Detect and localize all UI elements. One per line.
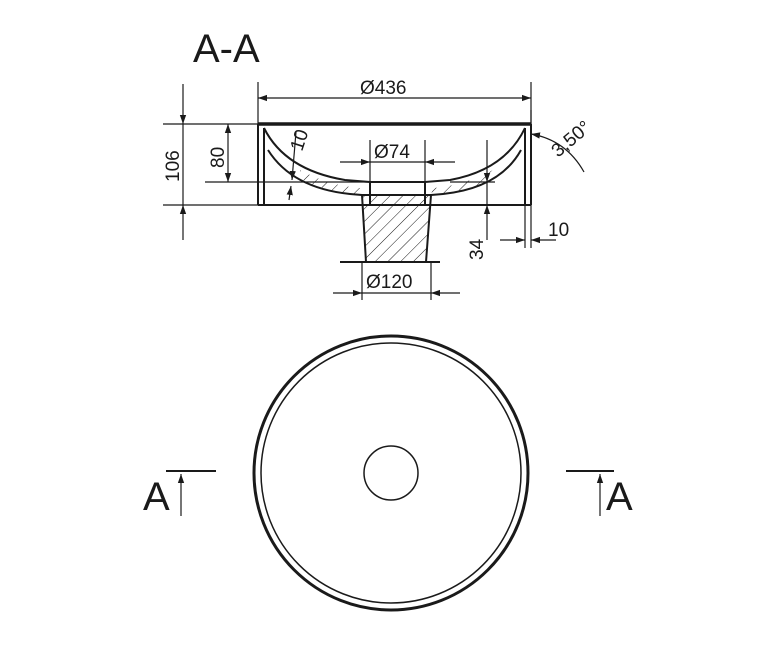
- outer-diameter-label: Ø436: [360, 78, 406, 99]
- dimension-outer-diameter: Ø436: [257, 78, 532, 124]
- base-diameter-label: Ø120: [366, 272, 412, 293]
- inner-rim-circle: [260, 342, 522, 604]
- drain-diameter-label: Ø74: [374, 142, 410, 163]
- base-height-label: 34: [467, 238, 488, 260]
- dimension-total-height: 106: [163, 84, 258, 240]
- rim-thickness-label: 10: [548, 220, 569, 241]
- total-height-label: 106: [163, 150, 184, 182]
- drain-circle: [363, 445, 419, 501]
- dimension-base-height: 34: [431, 140, 500, 260]
- section-marker-right-label: A: [606, 475, 633, 519]
- section-view: A-A: [163, 27, 595, 300]
- dimension-wall-thickness: 10: [286, 127, 314, 201]
- dimension-drain-diameter: Ø74: [340, 140, 455, 182]
- dimension-bowl-depth: 80: [205, 124, 370, 183]
- bowl-depth-label: 80: [208, 147, 229, 168]
- wall-thickness-label: 10: [287, 127, 314, 154]
- dimension-base-diameter: Ø120: [333, 262, 460, 300]
- section-marker-left: A: [143, 470, 216, 519]
- dimension-taper-angle: 3,50°: [530, 110, 595, 173]
- dimension-rim-thickness: 10: [500, 205, 569, 248]
- section-marker-left-label: A: [143, 475, 170, 519]
- outer-rim-circle: [252, 334, 530, 612]
- section-marker-right: A: [566, 470, 633, 519]
- plan-view: A A: [143, 334, 633, 612]
- basin-profile: [257, 122, 532, 263]
- section-title: A-A: [193, 27, 260, 71]
